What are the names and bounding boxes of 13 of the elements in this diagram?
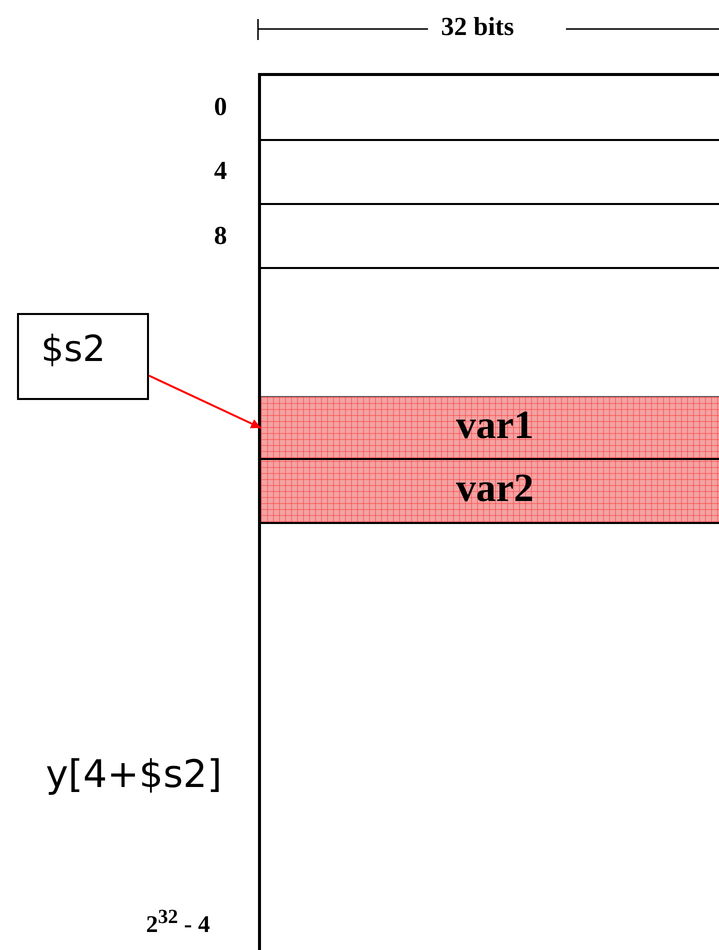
variable-cell bbox=[261, 396, 719, 460]
memory-column bbox=[258, 73, 719, 950]
variable-name: var2 bbox=[456, 464, 534, 511]
address-label: 2$^{32}$ - 4 bbox=[146, 906, 210, 939]
address-label: 0 bbox=[214, 92, 227, 122]
variable-name: var1 bbox=[456, 401, 534, 448]
variable-cell bbox=[261, 460, 719, 524]
register-box bbox=[17, 313, 149, 400]
arrow bbox=[148, 374, 262, 429]
address-label: 8 bbox=[214, 221, 227, 251]
register-name: $s2 bbox=[41, 329, 106, 370]
address-label: 4 bbox=[214, 156, 227, 186]
code-text: y[4+$s2] bbox=[46, 752, 222, 796]
